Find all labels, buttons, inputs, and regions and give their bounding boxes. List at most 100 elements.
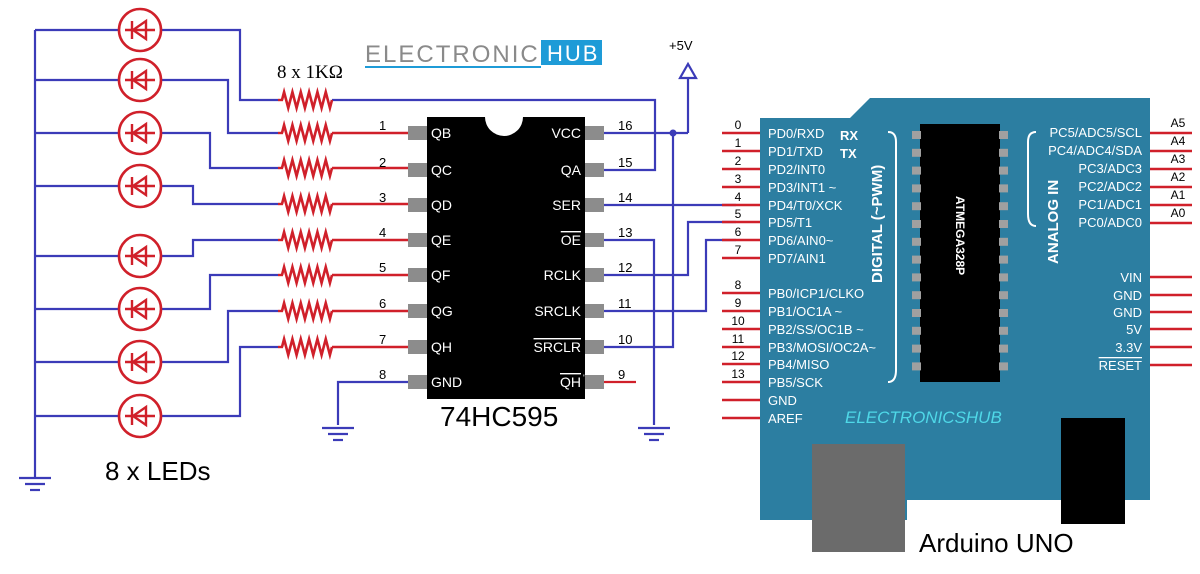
resistor-zigzag — [280, 119, 334, 147]
arduino-analog-name: PC0/ADC0 — [1078, 215, 1142, 230]
led-diode-icon — [117, 57, 163, 103]
arduino-pin-number: 5 — [735, 207, 742, 221]
arduino-analog-name: PC2/ADC2 — [1078, 179, 1142, 194]
ic-pin — [585, 198, 604, 212]
arduino-pin-number: 3 — [735, 172, 742, 186]
atmega-pin — [999, 362, 1008, 371]
ic-left-pin-number: 5 — [379, 260, 386, 275]
ic-right-pin-number: 12 — [618, 260, 632, 275]
arduino-pin-name: PB3/MOSI/OC2A~ — [768, 340, 876, 355]
ic-pin — [585, 268, 604, 282]
ic-left-pin-number: 7 — [379, 332, 386, 347]
arduino-analog-number: A4 — [1171, 134, 1186, 148]
analog-label: ANALOG IN — [1045, 180, 1062, 264]
atmega-pin — [912, 184, 921, 193]
arduino-pin-number: 1 — [735, 136, 742, 150]
ic-right-pin-number: 14 — [618, 190, 632, 205]
ic-left-pin-number: 1 — [379, 118, 386, 133]
atmega-pin — [999, 326, 1008, 335]
ic-right-pin-number: 13 — [618, 225, 632, 240]
atmega-pin — [999, 291, 1008, 300]
ic-left-pin-number: 3 — [379, 190, 386, 205]
atmega-chip-label: ATMEGA328P — [953, 196, 967, 275]
led-diode-icon — [117, 286, 163, 332]
atmega-pin — [999, 309, 1008, 317]
ic-pin — [585, 233, 604, 247]
arduino-analog-number: A0 — [1171, 206, 1186, 220]
arduino-analog-number: A5 — [1171, 116, 1186, 130]
resistor-zigzag-icon — [280, 190, 334, 218]
atmega-pin — [999, 237, 1008, 246]
led-triangle — [130, 121, 148, 145]
arduino-analog-name: PC4/ADC4/SDA — [1048, 143, 1142, 158]
arduino-power-pin-name: GND — [1113, 305, 1142, 320]
led-diode-icon — [117, 393, 163, 439]
atmega-pin — [912, 166, 921, 175]
arduino-pin-number: 4 — [735, 190, 742, 204]
ic-left-pin-number: 2 — [379, 155, 386, 170]
ic-pin — [408, 268, 427, 282]
power-jack — [1061, 418, 1125, 524]
digital-label: DIGITAL (~PWM) — [869, 165, 886, 283]
ic-left-pin-name: QD — [431, 197, 452, 213]
led-diode-icon — [117, 339, 163, 385]
ic-right-pin-name: VCC — [551, 125, 581, 141]
resistor-zigzag — [280, 333, 334, 361]
atmega-pin — [999, 344, 1008, 353]
led-triangle — [130, 244, 148, 268]
led-triangle — [130, 350, 148, 374]
atmega-pin — [912, 291, 921, 300]
ic-right-pin-name: OE — [561, 232, 581, 248]
ic-right-pin-number: 15 — [618, 155, 632, 170]
tx-label: TX — [840, 146, 857, 161]
arduino-power-pin-name: 3.3V — [1115, 340, 1142, 355]
ic-left-pin-name: QG — [431, 303, 453, 319]
ic-body — [427, 117, 585, 399]
ic-left-pin-name: QC — [431, 162, 452, 178]
resistor-zigzag-icon — [280, 154, 334, 182]
oe-ground-wire — [604, 238, 656, 425]
junction-dot — [669, 129, 677, 137]
arduino-pin-name: PD2/INT0 — [768, 162, 825, 177]
ic-pin — [408, 375, 427, 389]
atmega-pin — [912, 131, 921, 139]
ic-left-pin-number: 8 — [379, 367, 386, 382]
led-wire-right — [162, 238, 278, 258]
arduino-pin-name: PD7/AIN1 — [768, 251, 826, 266]
ic-right-pin-name: QH — [560, 374, 581, 390]
led-ground-icon — [19, 476, 51, 492]
atmega-pin — [912, 309, 921, 317]
arduino-pin-number: 6 — [735, 225, 742, 239]
led-wire-right — [162, 28, 278, 102]
atmega-pin — [912, 362, 921, 371]
ic-pin — [585, 126, 604, 140]
ic-right-pin-name: RCLK — [544, 267, 582, 283]
ic-left-pin-number: 4 — [379, 225, 386, 240]
arduino-pin-number: 7 — [735, 243, 742, 257]
ic-pin — [585, 340, 604, 354]
arduino-pin-number: 2 — [735, 154, 742, 168]
arduino-pin-name: PB2/SS/OC1B ~ — [768, 322, 864, 337]
ic-pin — [408, 126, 427, 140]
arduino-pin-name: AREF — [768, 411, 803, 426]
arduino-analog-name: PC5/ADC5/SCL — [1050, 125, 1142, 140]
arduino-analog-name: PC3/ADC3 — [1078, 161, 1142, 176]
arduino-analog-number: A2 — [1171, 170, 1186, 184]
ic-left-pin-name: QB — [431, 125, 451, 141]
arduino-pin-number: 0 — [735, 118, 742, 132]
ic-left-pin-name: QF — [431, 267, 450, 283]
led-diode-icon — [117, 233, 163, 279]
atmega-pin — [999, 273, 1008, 282]
resistor-zigzag — [280, 154, 334, 182]
led-wire-right — [162, 345, 278, 418]
arduino-analog-number: A1 — [1171, 188, 1186, 202]
resistor-zigzag — [280, 190, 334, 218]
rx-label: RX — [840, 128, 858, 143]
arduino-pin-name: GND — [768, 393, 797, 408]
arduino-pin-name: PD6/AIN0~ — [768, 233, 834, 248]
logo-hub: HUB — [547, 41, 599, 66]
